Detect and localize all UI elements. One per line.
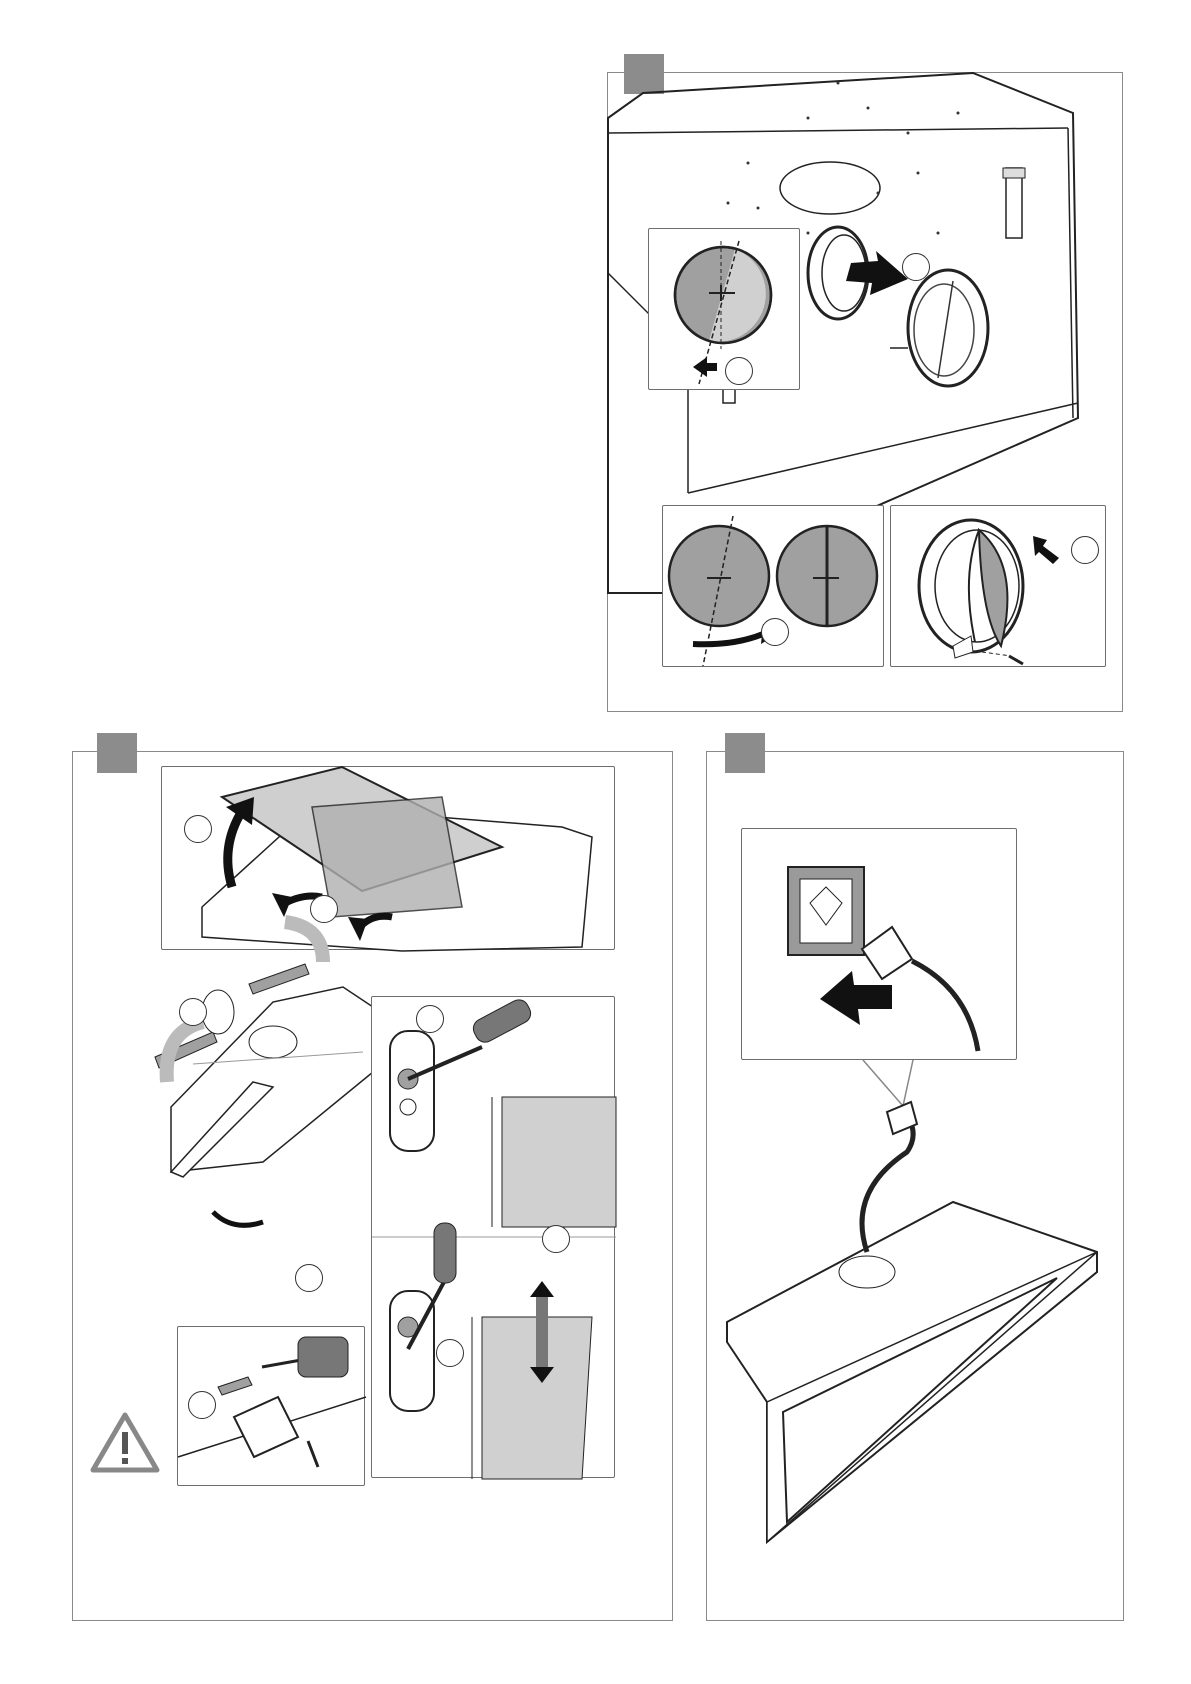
inset-damper-assembled xyxy=(890,505,1106,667)
callout-marker xyxy=(761,618,789,646)
warning-triangle-icon xyxy=(73,752,674,1622)
callout-marker xyxy=(1071,536,1099,564)
top-outlet-hole xyxy=(780,162,880,214)
figure-hood-mounting xyxy=(72,751,673,1621)
callout-marker xyxy=(902,253,930,281)
callout-marker xyxy=(725,357,753,385)
inset-disc-rotation xyxy=(662,505,884,667)
hood-body xyxy=(707,752,1125,1622)
arrow-left xyxy=(693,357,717,377)
arrow-push xyxy=(1033,536,1059,564)
figure-electrical-connection xyxy=(706,751,1124,1621)
inset-cut-line xyxy=(648,228,800,390)
damper-flap xyxy=(908,270,988,386)
figure-damper-installation xyxy=(607,72,1123,712)
arrow-rotate xyxy=(693,634,763,644)
